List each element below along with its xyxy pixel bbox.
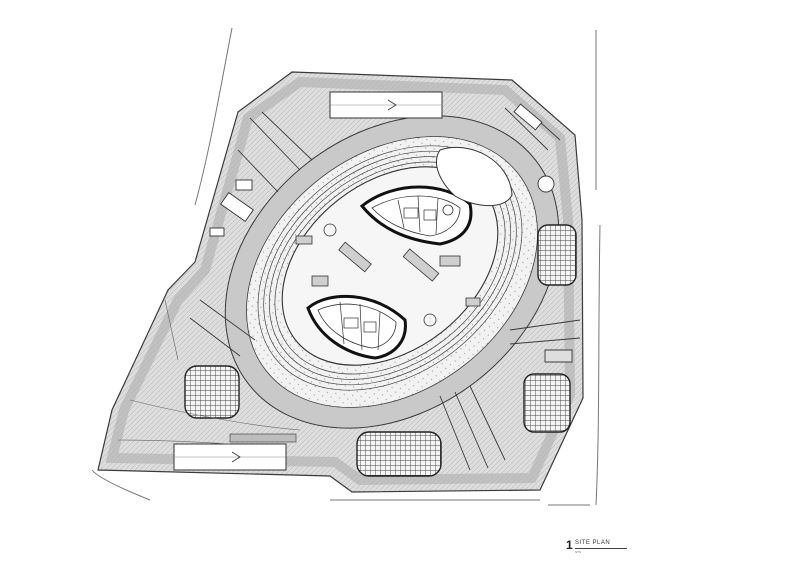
top-parking <box>329 91 443 119</box>
context-lines <box>91 27 601 506</box>
bottom-parking <box>173 433 297 471</box>
canopy-east-upper <box>537 224 577 286</box>
canopy-south <box>356 431 442 477</box>
roof-features <box>295 204 481 327</box>
drawing-scale: NTS <box>575 550 581 554</box>
west-lawn-paths <box>117 299 301 445</box>
canopy-east-lower <box>523 373 571 433</box>
canopy-grids <box>184 224 577 477</box>
tower-wing-north <box>359 185 473 246</box>
drawing-title: SITE PLAN <box>575 540 611 546</box>
driveway-spurs <box>189 103 581 471</box>
site-kiosks <box>209 103 555 237</box>
title-underline <box>575 548 627 549</box>
drop-off-plaza <box>436 146 513 207</box>
podium-rings <box>257 145 523 391</box>
drawing-title-block: 1 SITE PLAN NTS <box>566 538 646 558</box>
perimeter-road <box>105 76 576 486</box>
canopy-west <box>184 365 240 419</box>
drawing-number: 1 <box>566 538 573 552</box>
tower-wing-south <box>306 294 407 360</box>
